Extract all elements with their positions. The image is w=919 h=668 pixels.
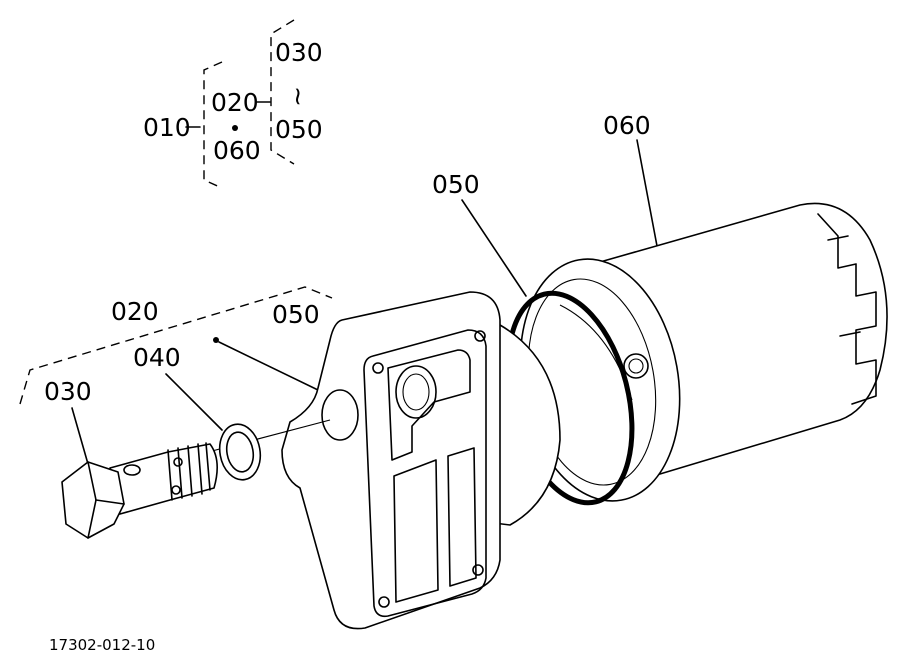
legend-bracket-top-label: 020 [211,88,259,117]
legend-range-start-label: 030 [275,38,323,67]
bolt-head-edge-3 [95,499,125,505]
bolt-head [61,461,125,539]
callout-seal-ring-label: 050 [432,170,480,199]
gasket-inner [225,431,255,473]
housing-bolt-hole-4 [472,564,484,576]
callout-bolt-group-label: 020 [111,297,159,326]
filter-housing [281,291,561,630]
banjo-bolt [61,442,218,539]
housing-bolt-hole-2 [474,330,486,342]
housing-upper-cavity [387,349,471,461]
bolt-radial-hole-2 [171,485,181,495]
housing-side-port [321,389,359,441]
filter-center-port [623,353,649,379]
filter-grip-line-1 [827,235,849,241]
housing-bolt-hole-3 [378,596,390,608]
housing-threaded-port [395,365,437,419]
bolt-threads [167,442,211,501]
callout-seal-ring-leader [461,199,527,297]
housing-flange [281,291,501,630]
callout-housing-leader [218,341,319,391]
callout-housing-label: 050 [272,300,320,329]
filter-grip-line-2 [839,331,861,337]
legend-range-end-label: 050 [275,115,323,144]
legend-assembly-label: 010 [143,113,191,142]
legend-bracket-right [270,19,295,165]
legend-bracket-bottom-label: 060 [213,136,261,165]
drawing-reference-number: 17302-012-10 [49,636,155,654]
bolt-head-edge-2 [87,499,97,539]
callout-bolt-leader [71,407,89,465]
callout-filter-leader [636,139,658,247]
filter-cartridge [519,202,888,502]
bolt-radial-hole-1 [173,457,183,467]
housing-bolt-hole-1 [372,362,384,374]
callout-bolt-label: 030 [44,377,92,406]
legend-bracket-left [203,61,223,189]
housing-lower-cavity-right [447,447,477,587]
filter-center-port-thread [628,358,644,374]
bolt-cross-hole [123,464,141,476]
legend-range-tilde: ~ [284,86,313,107]
callout-filter-label: 060 [603,111,651,140]
hierarchy-legend: 010 020 060 030 ~ 050 [143,19,323,189]
housing-threaded-port-inner [402,373,430,411]
housing-gasket-face [363,329,487,618]
housing-dot [213,337,219,343]
bolt-group-dashed-frame [19,286,333,405]
legend-dot [232,125,238,131]
bolt-head-edge-1 [87,461,97,501]
callout-gasket-label: 040 [133,343,181,372]
filter-grip-slots [817,213,877,405]
callout-gasket-leader [165,373,223,431]
housing-lower-cavity-left [393,459,439,603]
